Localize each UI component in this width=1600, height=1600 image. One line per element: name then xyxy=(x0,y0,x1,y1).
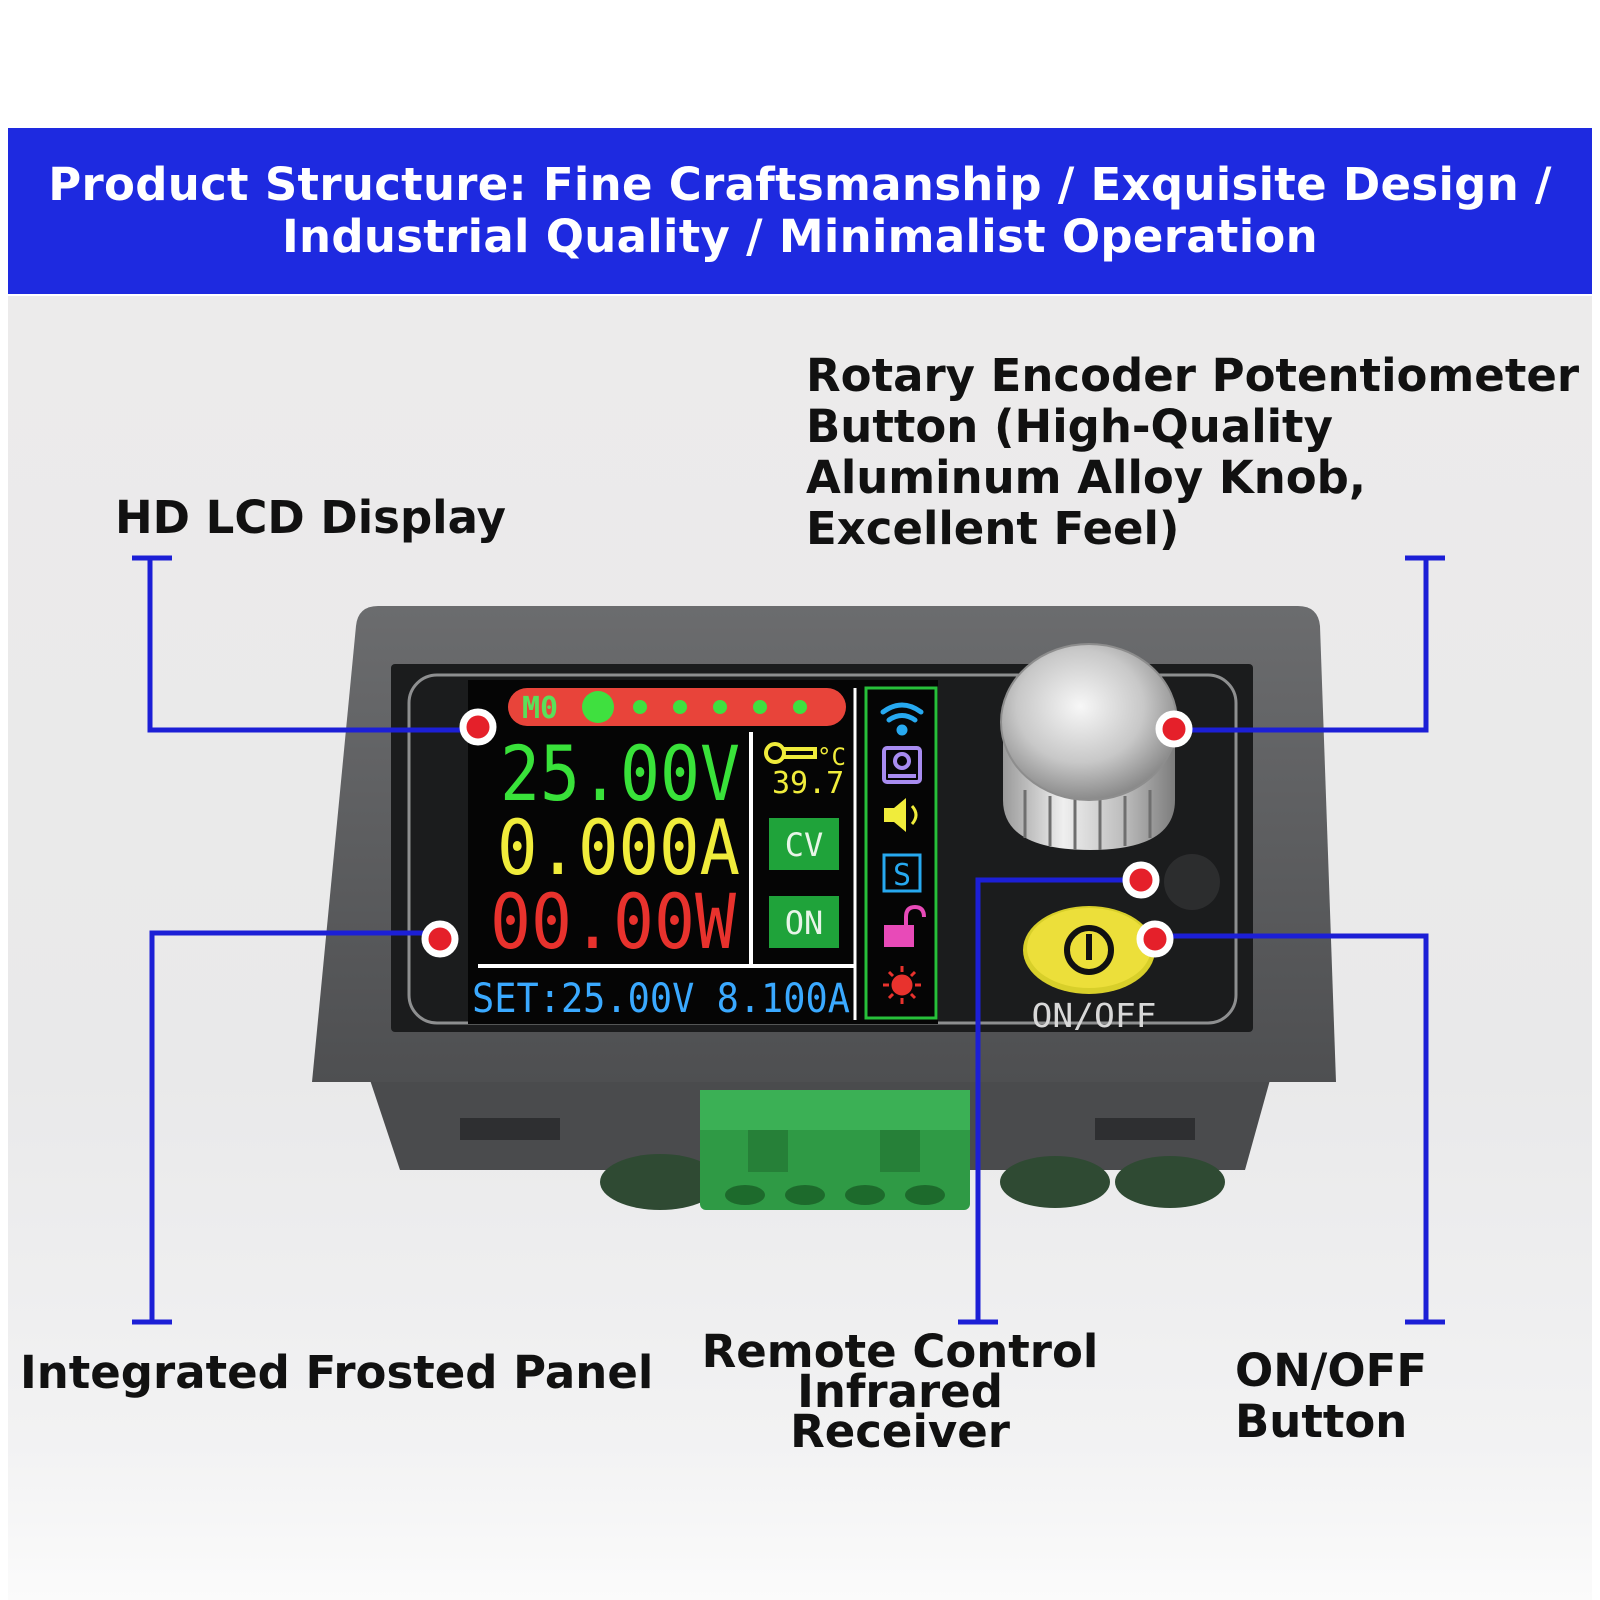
sun-icon xyxy=(883,966,921,1004)
unlock-icon xyxy=(884,904,926,947)
lcd-voltage: 25.00V xyxy=(500,729,740,818)
power-button[interactable] xyxy=(1023,906,1155,994)
power-icon xyxy=(1064,925,1114,975)
user-icon xyxy=(882,746,922,784)
callout-ir-line-2: Receiver xyxy=(790,1405,1010,1458)
wifi-icon xyxy=(880,702,924,736)
cv-label: CV xyxy=(785,826,824,864)
callout-knob-line-4: Excellent Feel) xyxy=(806,502,1180,555)
lcd-temp-unit: °C xyxy=(817,743,846,771)
lcd-memory: M0 xyxy=(522,691,558,726)
banner-line-2: Industrial Quality / Minimalist Operatio… xyxy=(282,210,1318,263)
lcd-current: 0.000A xyxy=(497,803,740,892)
callout-onoff-button: ON/OFF Button xyxy=(1235,1344,1428,1448)
power-button-label: ON/OFF xyxy=(1032,996,1157,1035)
callout-rotary-knob: Rotary Encoder Potentiometer Button (Hig… xyxy=(806,350,1586,554)
lcd-temperature: 39.7 xyxy=(772,766,844,801)
rotary-knob[interactable] xyxy=(1000,643,1178,850)
callout-lines xyxy=(132,555,1445,1325)
lcd-set-line: SET:25.00V 8.100A xyxy=(472,976,850,1022)
callout-lcd-display: HD LCD Display xyxy=(115,491,506,544)
banner-line-1: Product Structure: Fine Craftsmanship / … xyxy=(48,158,1552,211)
s-icon: S xyxy=(882,853,922,893)
speaker-icon xyxy=(884,798,918,832)
terminal-block xyxy=(700,1090,970,1210)
lcd-power: 00.00W xyxy=(490,877,736,966)
callout-ir-receiver: Remote Control Infrared Receiver xyxy=(620,1325,1180,1458)
svg-text:S: S xyxy=(893,858,911,893)
thermometer-icon xyxy=(764,742,817,764)
cv-indicator xyxy=(769,818,839,870)
callout-frosted-panel: Integrated Frosted Panel xyxy=(20,1346,654,1399)
ir-receiver-window xyxy=(1164,854,1220,910)
callout-ir-line-1: Remote Control Infrared xyxy=(701,1325,1099,1418)
status-icon-bar xyxy=(864,686,938,1020)
output-label: ON xyxy=(785,904,824,942)
callout-markers xyxy=(421,708,1193,958)
callout-knob-line-2: Button (High-Quality xyxy=(806,400,1333,453)
output-indicator xyxy=(769,896,839,948)
header-banner: Product Structure: Fine Craftsmanship / … xyxy=(8,128,1592,294)
callout-knob-line-3: Aluminum Alloy Knob, xyxy=(806,451,1366,504)
memory-slot-dots xyxy=(582,691,807,723)
callout-knob-line-1: Rotary Encoder Potentiometer xyxy=(806,349,1580,402)
